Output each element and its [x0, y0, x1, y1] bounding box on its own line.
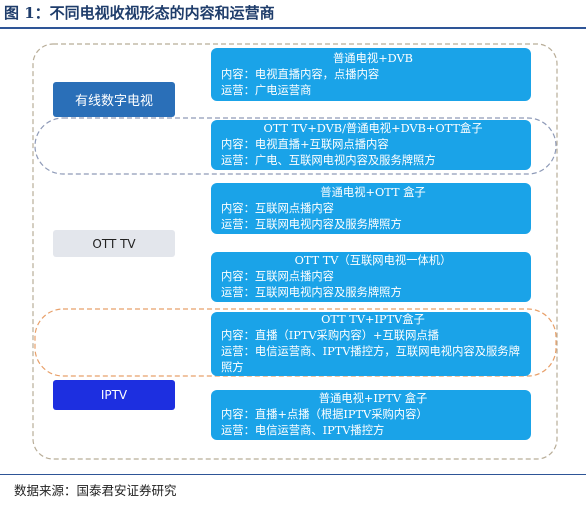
box-ott-tv-all-in-one: OTT TV（互联网电视一体机） 内容：互联网点播内容 运营：互联网电视内容及服… — [211, 252, 531, 302]
box-title: 普通电视+DVB — [333, 51, 413, 65]
box-operator-line: 运营：电信运营商、IPTV播控方，互联网电视内容及服务牌照方 — [221, 345, 520, 374]
box-operator-line: 运营：广电运营商 — [221, 83, 312, 97]
box-title: OTT TV+IPTV盒子 — [321, 313, 425, 326]
box-title: OTT TV+DVB/普通电视+DVB+OTT盒子 — [263, 122, 483, 135]
box-operator-line: 运营：广电、互联网电视内容及服务牌照方 — [221, 154, 436, 167]
top-rule — [0, 27, 586, 29]
box-ordinary-tv-dvb: 普通电视+DVB 内容：电视直播内容，点播内容 运营：广电运营商 — [211, 48, 531, 101]
box-ott-dvb: OTT TV+DVB/普通电视+DVB+OTT盒子 内容：电视直播+互联网点播内… — [211, 120, 531, 170]
box-ordinary-tv-iptv-box: 普通电视+IPTV 盒子 内容：直播+点播（根据IPTV采购内容） 运营：电信运… — [211, 390, 531, 440]
source-note: 数据来源：国泰君安证券研究 — [14, 483, 177, 498]
bottom-rule — [0, 474, 586, 475]
box-content-line: 内容：电视直播+互联网点播内容 — [221, 138, 389, 151]
category-cable-digital-tv: 有线数字电视 — [53, 82, 175, 117]
box-ordinary-tv-ott-box: 普通电视+OTT 盒子 内容：互联网点播内容 运营：互联网电视内容及服务牌照方 — [211, 183, 531, 234]
box-operator-line: 运营：互联网电视内容及服务牌照方 — [221, 286, 402, 299]
outer-frame — [32, 43, 558, 460]
box-title: 普通电视+IPTV 盒子 — [318, 392, 428, 405]
frames-layer — [32, 43, 558, 460]
figure-title: 图 1：不同电视收视形态的内容和运营商 — [4, 4, 275, 22]
box-content-line: 内容：互联网点播内容 — [221, 201, 334, 215]
category-iptv: IPTV — [53, 380, 175, 410]
box-content-line: 内容：直播（IPTV采购内容）+互联网点播 — [221, 329, 439, 342]
box-title: 普通电视+OTT 盒子 — [320, 185, 426, 199]
box-content-line: 内容：互联网点播内容 — [221, 270, 334, 283]
category-ott-tv: OTT TV — [53, 230, 175, 257]
box-ott-tv-iptv-box: OTT TV+IPTV盒子 内容：直播（IPTV采购内容）+互联网点播 运营：电… — [211, 312, 531, 376]
box-operator-line: 运营：互联网电视内容及服务牌照方 — [221, 217, 402, 231]
box-title: OTT TV（互联网电视一体机） — [294, 254, 452, 267]
cable-ott-overlap-frame — [34, 117, 557, 175]
box-operator-line: 运营：电信运营商、IPTV播控方 — [221, 424, 385, 437]
ott-iptv-overlap-frame — [34, 308, 557, 377]
box-content-line: 内容：电视直播内容，点播内容 — [221, 67, 380, 81]
box-content-line: 内容：直播+点播（根据IPTV采购内容） — [221, 408, 428, 421]
